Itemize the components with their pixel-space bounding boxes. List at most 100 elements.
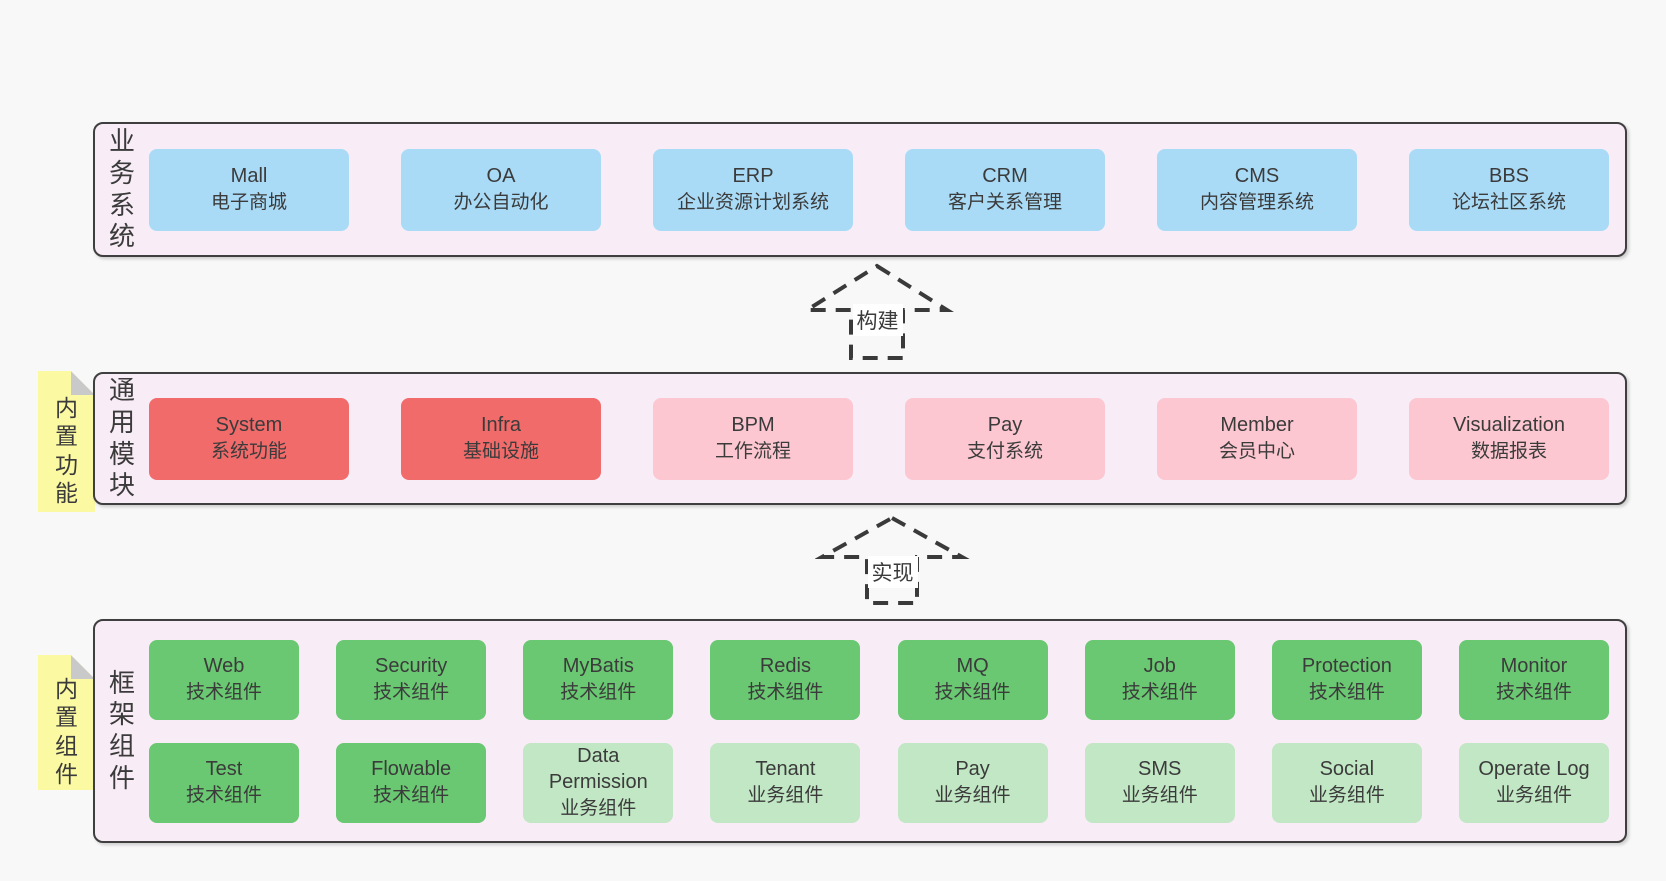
box-erp: ERP 企业资源计划系统 <box>653 148 853 231</box>
box-oa: OA 办公自动化 <box>401 148 601 231</box>
box-desc: 业务组件 <box>1308 784 1385 806</box>
box-protection: Protection 技术组件 <box>1271 639 1422 720</box>
folded-corner-icon <box>71 655 95 679</box>
box-member: Member 会员中心 <box>1157 397 1357 480</box>
box-name: Social <box>1319 758 1375 781</box>
box-name: System <box>215 414 283 437</box>
band-side-label: 通用模块 <box>95 374 149 503</box>
box-infra: Infra 基础设施 <box>401 397 601 480</box>
sticky-note-builtin-components: 内置组件 <box>38 655 95 790</box>
box-name: Operate Log <box>1478 758 1590 781</box>
box-desc: 业务组件 <box>560 797 637 819</box>
box-desc: 支付系统 <box>966 440 1043 462</box>
box-test: Test 技术组件 <box>149 742 299 823</box>
box-flowable: Flowable 技术组件 <box>336 742 487 823</box>
box-name: Flowable <box>371 758 452 781</box>
box-desc: 技术组件 <box>185 784 262 806</box>
box-name: Security <box>375 655 448 678</box>
band-side-label-text: 通用模块 <box>108 375 135 501</box>
box-name: MQ <box>956 655 989 678</box>
box-name: Mall <box>230 165 268 188</box>
box-name: BBS <box>1488 165 1530 188</box>
box-desc: 技术组件 <box>1121 681 1198 703</box>
box-name: OA <box>486 165 516 188</box>
box-name: Pay <box>955 758 990 781</box>
box-name: Visualization <box>1453 414 1565 437</box>
box-name: CMS <box>1234 165 1280 188</box>
box-job: Job 技术组件 <box>1084 639 1235 720</box>
box-desc: 内容管理系统 <box>1199 191 1314 213</box>
box-desc: 技术组件 <box>1308 681 1385 703</box>
box-desc: 业务组件 <box>934 784 1011 806</box>
box-tenant: Tenant 业务组件 <box>710 742 861 823</box>
box-name: Data Permission <box>548 745 648 793</box>
box-name: Tenant <box>755 758 816 781</box>
box-web: Web 技术组件 <box>149 639 299 720</box>
box-desc: 业务组件 <box>747 784 824 806</box>
box-social: Social 业务组件 <box>1271 742 1422 823</box>
box-cms: CMS 内容管理系统 <box>1157 148 1357 231</box>
box-sms: SMS 业务组件 <box>1084 742 1235 823</box>
box-name: Infra <box>480 414 522 437</box>
box-name: BPM <box>731 414 775 437</box>
box-pay: Pay 业务组件 <box>897 742 1048 823</box>
up-arrow-icon <box>815 515 970 605</box>
box-desc: 基础设施 <box>462 440 539 462</box>
sticky-note-label: 内置功能 <box>55 395 78 506</box>
box-visualization: Visualization 数据报表 <box>1409 397 1609 480</box>
box-data-permission: Data Permission 业务组件 <box>523 742 674 823</box>
box-redis: Redis 技术组件 <box>710 639 861 720</box>
box-desc: 系统功能 <box>210 440 287 462</box>
box-operate-log: Operate Log 业务组件 <box>1458 742 1609 823</box>
sticky-note-builtin-features: 内置功能 <box>38 371 95 512</box>
box-desc: 技术组件 <box>373 681 450 703</box>
box-desc: 业务组件 <box>1495 784 1572 806</box>
box-name: Member <box>1220 414 1294 437</box>
box-name: Job <box>1143 655 1176 678</box>
box-desc: 工作流程 <box>714 440 791 462</box>
box-desc: 技术组件 <box>373 784 450 806</box>
box-desc: 业务组件 <box>1121 784 1198 806</box>
box-name: Redis <box>759 655 811 678</box>
box-name: Pay <box>987 414 1023 437</box>
box-mq: MQ 技术组件 <box>897 639 1048 720</box>
box-desc: 数据报表 <box>1470 440 1547 462</box>
band-side-label: 业务系统 <box>95 124 149 255</box>
box-security: Security 技术组件 <box>336 639 487 720</box>
box-desc: 技术组件 <box>560 681 637 703</box>
box-name: CRM <box>982 165 1028 188</box>
box-name: SMS <box>1138 758 1182 781</box>
box-system: System 系统功能 <box>149 397 349 480</box>
band-side-label-text: 业务系统 <box>108 126 135 252</box>
box-desc: 会员中心 <box>1218 440 1295 462</box>
box-bpm: BPM 工作流程 <box>653 397 853 480</box>
band-side-label-text: 框架组件 <box>108 667 135 793</box>
box-name: Protection <box>1301 655 1392 678</box>
box-desc: 技术组件 <box>185 681 262 703</box>
arrow-build: 构建 <box>800 262 955 364</box>
arrow-implement-label: 实现 <box>867 556 918 588</box>
box-desc: 技术组件 <box>934 681 1011 703</box>
band-side-label: 框架组件 <box>95 621 149 841</box>
box-name: ERP <box>732 165 774 188</box>
box-bbs: BBS 论坛社区系统 <box>1409 148 1609 231</box>
box-row: System 系统功能 Infra 基础设施 BPM 工作流程 Pay 支付系统 Member 会… <box>149 397 1609 480</box>
folded-corner-icon <box>71 371 95 395</box>
arrow-build-label: 构建 <box>852 304 903 336</box>
box-name: Test <box>205 758 243 781</box>
box-name: Web <box>203 655 245 678</box>
up-arrow-icon <box>800 263 954 360</box>
box-desc: 办公自动化 <box>453 191 549 213</box>
box-desc: 企业资源计划系统 <box>676 191 829 213</box>
box-desc: 技术组件 <box>747 681 824 703</box>
box-desc: 论坛社区系统 <box>1451 191 1566 213</box>
box-pay: Pay 支付系统 <box>905 397 1105 480</box>
